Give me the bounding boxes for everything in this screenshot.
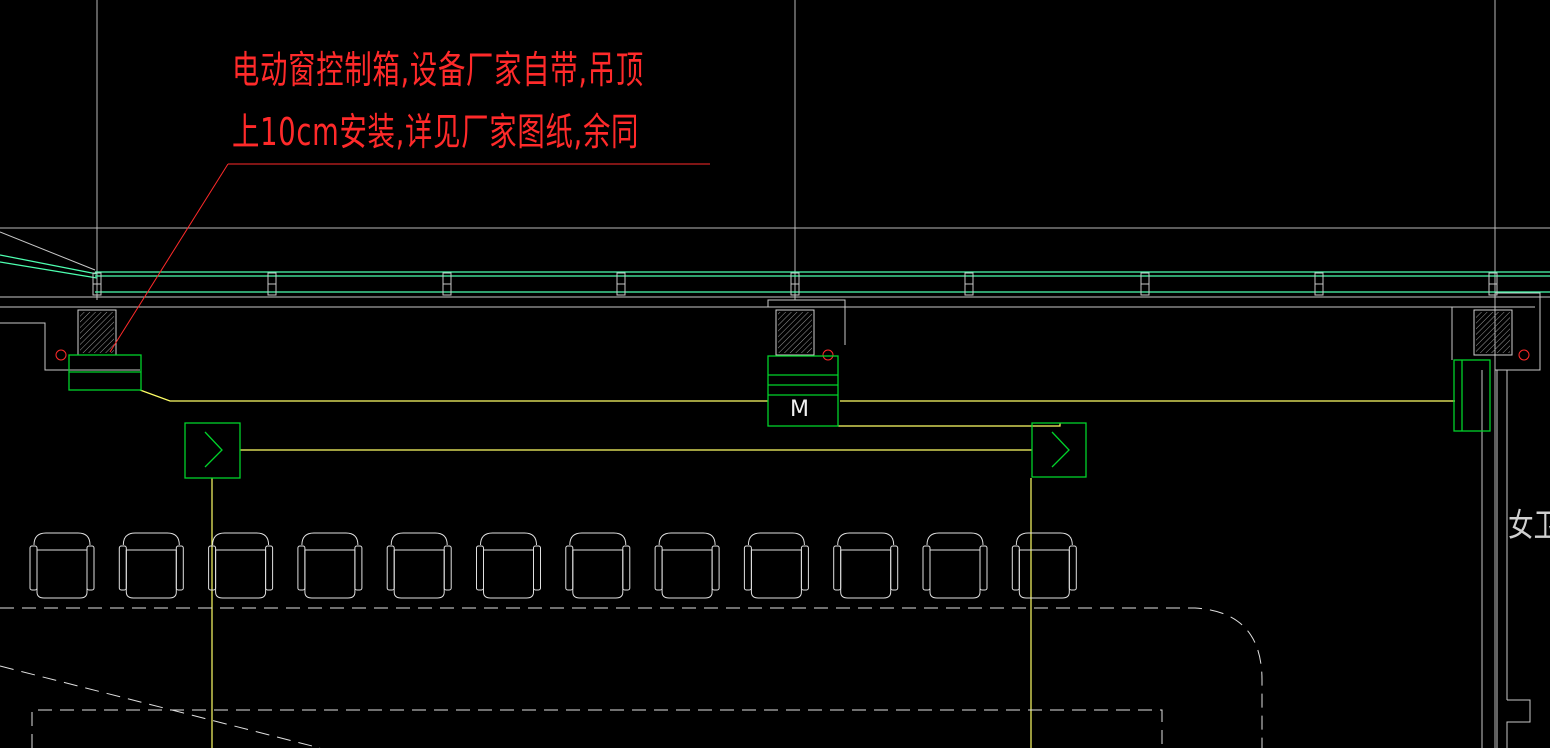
chair [922, 532, 988, 599]
chair [743, 532, 809, 599]
chair [386, 532, 452, 599]
window-actuator-right[interactable] [1031, 422, 1087, 478]
control-box-right[interactable] [1453, 359, 1491, 432]
chair [29, 532, 95, 599]
mullion [1140, 272, 1150, 296]
chair [1011, 532, 1077, 599]
curtain-wall [0, 254, 1550, 293]
motor-symbol: M [790, 397, 809, 422]
chair [118, 532, 184, 599]
mullion [616, 272, 626, 296]
column-left [55, 309, 117, 361]
annotation-leader [109, 163, 710, 353]
mullion [964, 272, 974, 296]
mullion [790, 272, 800, 296]
mullion [92, 272, 102, 296]
devices [68, 354, 1491, 479]
mullion [267, 272, 277, 296]
annotation-line-1: 电动窗控制箱,设备厂家自带,吊顶 [232, 48, 644, 92]
chair [297, 532, 363, 599]
wiring [139, 389, 1455, 748]
column-right [1473, 309, 1530, 361]
window-mullions [92, 272, 1498, 296]
chair [565, 532, 631, 599]
window-actuator-left[interactable] [184, 422, 241, 479]
walls [0, 231, 1550, 748]
annotation-line-2: 上10cm安装,详见厂家图纸,余同 [232, 110, 640, 154]
chair [208, 532, 274, 599]
room-label: 女卫 [1508, 506, 1550, 544]
mullion [1314, 272, 1324, 296]
mullion [442, 272, 452, 296]
chair [833, 532, 899, 599]
chair [654, 532, 720, 599]
chair [476, 532, 541, 599]
column-middle [775, 309, 834, 361]
motor-control-box[interactable] [767, 355, 839, 427]
mullion [1488, 272, 1498, 296]
dashed-outlines [0, 607, 1263, 748]
control-box-left[interactable] [68, 354, 142, 391]
columns [55, 309, 1530, 361]
chairs [29, 532, 1077, 599]
